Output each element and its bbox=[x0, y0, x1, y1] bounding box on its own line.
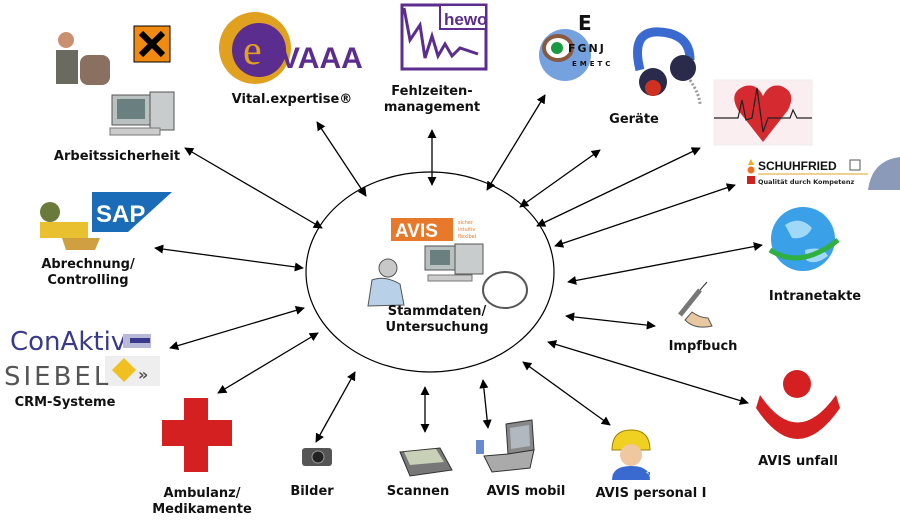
schuhfried-logo: SCHUHFRIED Qualität durch Kompetenz bbox=[747, 157, 900, 190]
svg-text:intuitiv: intuitiv bbox=[458, 227, 475, 233]
arrow-avis-unfall bbox=[547, 340, 749, 405]
label-line: Ambulanz/ bbox=[163, 486, 241, 501]
evaaa-logo: e VAAA bbox=[219, 12, 363, 84]
label-line: Abrechnung/ bbox=[41, 257, 135, 272]
label-line: Fehlzeiten- bbox=[391, 84, 473, 99]
center-ellipse bbox=[305, 171, 555, 373]
camera-icon bbox=[302, 448, 332, 466]
label-avis-unfall: AVIS unfall bbox=[758, 454, 838, 469]
arrow-ambulanz bbox=[217, 332, 319, 394]
label-fehlzeiten: Fehlzeiten-management bbox=[384, 84, 480, 116]
siebel-logo: SIEBEL » bbox=[4, 356, 160, 392]
ekg-heart-illustration bbox=[713, 79, 813, 146]
svg-text:SIEBEL: SIEBEL bbox=[4, 362, 111, 392]
arrow-bilder bbox=[315, 371, 356, 443]
headphones-illustration bbox=[633, 27, 702, 106]
arrow-impfbuch bbox=[565, 312, 656, 330]
svg-text:EMETC: EMETC bbox=[572, 60, 613, 68]
svg-text:sicher: sicher bbox=[458, 220, 474, 226]
arrow-eye bbox=[486, 94, 546, 191]
label-geraete: Geräte bbox=[609, 112, 659, 127]
arrow-geraete bbox=[519, 149, 601, 208]
svg-text:SAP: SAP bbox=[96, 201, 145, 228]
svg-text:SCHUHFRIED: SCHUHFRIED bbox=[758, 159, 837, 173]
hewo-logo: hewo bbox=[400, 3, 488, 71]
arrow-intranetakte bbox=[567, 242, 763, 285]
label-line: Untersuchung bbox=[385, 320, 489, 335]
label-line: Medikamente bbox=[152, 502, 252, 517]
arrow-schuhfried bbox=[554, 183, 736, 248]
label-crm: CRM-Systeme bbox=[14, 395, 116, 410]
arrow-avis-personal bbox=[522, 361, 611, 426]
connector-arrows bbox=[154, 94, 763, 443]
svg-text:ConAktiv: ConAktiv bbox=[10, 327, 126, 357]
svg-text:VAAA: VAAA bbox=[280, 42, 363, 75]
arrow-crm bbox=[169, 305, 305, 351]
arrow-arbeitssicherheit bbox=[184, 147, 323, 229]
label-ambulanz: Ambulanz/Medikamente bbox=[152, 486, 252, 518]
svg-text:E: E bbox=[578, 11, 592, 35]
worker-avatar-icon bbox=[611, 429, 651, 480]
arrow-abrechnung bbox=[154, 244, 304, 272]
svg-text:hewo: hewo bbox=[444, 10, 487, 29]
svg-text:AVIS: AVIS bbox=[395, 221, 438, 242]
label-line: Stammdaten/ bbox=[387, 304, 487, 319]
label-impfbuch: Impfbuch bbox=[668, 339, 738, 354]
label-line: Controlling bbox=[47, 273, 129, 288]
svg-text:FGNJ: FGNJ bbox=[568, 42, 606, 55]
arrow-avis-mobil bbox=[479, 379, 492, 429]
conaktiv-logo: ConAktiv bbox=[10, 327, 151, 357]
eye-chart-illustration: E FGNJ EMETC bbox=[539, 11, 613, 81]
label-intranetakte: Intranetakte bbox=[768, 289, 862, 304]
arbeitssicherheit-illustration bbox=[56, 25, 175, 136]
arrow-vital bbox=[316, 121, 367, 197]
label-stammdaten: Stammdaten/Untersuchung bbox=[385, 304, 488, 336]
globe-icon bbox=[768, 207, 840, 271]
label-line: management bbox=[383, 100, 481, 115]
red-cross-icon bbox=[162, 398, 232, 472]
syringe-illustration bbox=[678, 281, 713, 328]
arrow-ekg bbox=[536, 147, 701, 227]
svg-text:e: e bbox=[243, 28, 262, 74]
svg-text:»: » bbox=[138, 365, 148, 384]
label-bilder: Bilder bbox=[290, 484, 334, 499]
label-abrechnung: Abrechnung/Controlling bbox=[41, 257, 134, 289]
avis-unfall-logo bbox=[756, 370, 840, 439]
svg-text:Qualität durch Kompetenz: Qualität durch Kompetenz bbox=[758, 178, 854, 186]
scanner-icon bbox=[399, 447, 453, 477]
sap-logo: SAP bbox=[40, 192, 172, 250]
label-avis-personal: AVIS personal I bbox=[595, 486, 707, 501]
doctor-computer-illustration bbox=[367, 243, 528, 309]
svg-text:flexibel: flexibel bbox=[458, 234, 476, 240]
laptop-icon bbox=[476, 419, 535, 473]
label-avis-mobil: AVIS mobil bbox=[486, 484, 566, 499]
label-vital-expertise: Vital.expertise® bbox=[231, 92, 353, 107]
label-scannen: Scannen bbox=[386, 484, 450, 499]
avis-logo: AVIS sicher intuitiv flexibel bbox=[391, 218, 476, 242]
label-arbeitssicherheit: Arbeitssicherheit bbox=[53, 149, 181, 164]
